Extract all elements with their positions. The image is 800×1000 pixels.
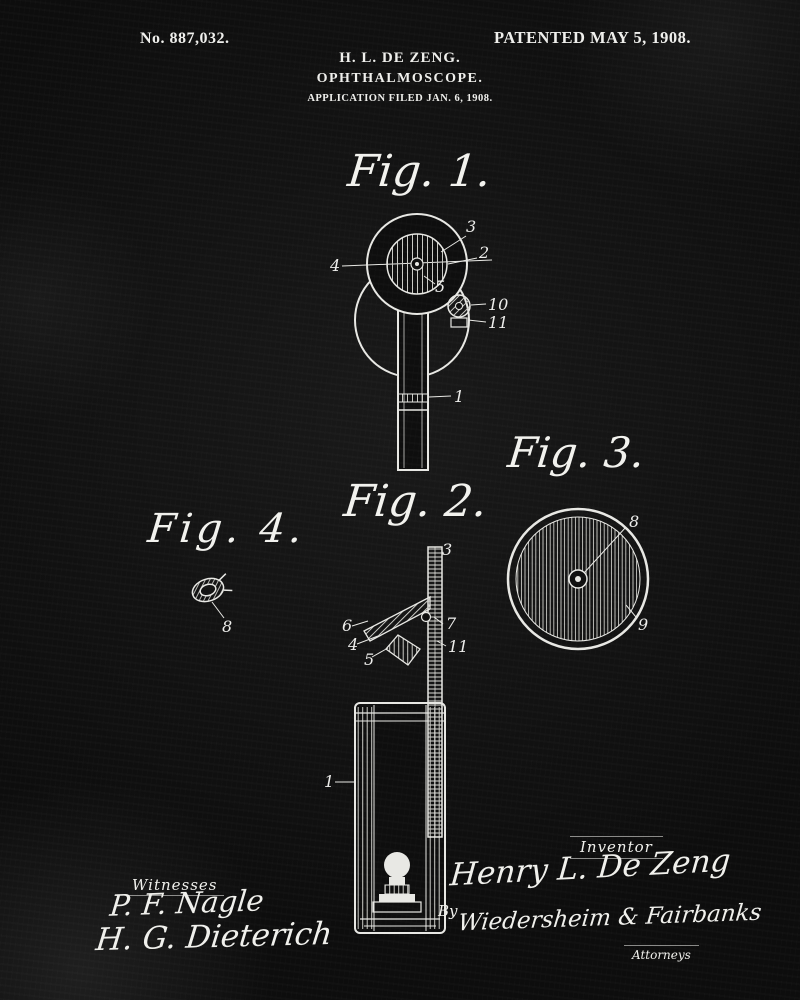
fig2-part-label-4: 4 xyxy=(347,635,358,654)
fig1-part-label-4: 4 xyxy=(329,256,340,275)
inventor-name-line: H. L. DE ZENG. xyxy=(339,50,461,66)
fig2-drawing: 3 6 7 4 5 11 1 xyxy=(324,540,468,934)
fig3-part-label-8: 8 xyxy=(629,512,639,531)
witness-signature-1: P. F. Nagle xyxy=(108,883,266,923)
attorneys-label: Attorneys xyxy=(624,945,699,962)
fig4-part-label-8: 8 xyxy=(222,617,232,636)
attorneys-signature: Wiedersheim & Fairbanks xyxy=(456,899,763,937)
fig4-caption: Fig. 4. xyxy=(145,506,309,552)
fig2-part-label-3: 3 xyxy=(442,540,452,559)
inventor-label: Inventor xyxy=(570,836,663,859)
patent-date: PATENTED MAY 5, 1908. xyxy=(494,28,692,47)
witness-signature-2: H. G. Dieterich xyxy=(93,915,335,959)
fig1-part-label-5: 5 xyxy=(435,277,445,296)
witnesses-label: Witnesses xyxy=(126,876,224,896)
fig3-drawing: 8 9 xyxy=(506,507,650,651)
fig1-part-label-2: 2 xyxy=(478,243,489,262)
fig2-part-label-5: 5 xyxy=(364,650,374,669)
application-filed-line: APPLICATION FILED JAN. 6, 1908. xyxy=(307,93,493,104)
by-label: By xyxy=(438,902,458,920)
fig1-part-label-10: 10 xyxy=(488,295,508,314)
fig1-drawing: 3 4 2 5 10 11 1 xyxy=(329,213,508,471)
fig2-part-label-11: 11 xyxy=(448,637,468,656)
fig2-part-label-1: 1 xyxy=(324,772,334,791)
fig1-caption: Fig. 1. xyxy=(345,146,494,197)
fig1-part-label-11: 11 xyxy=(488,313,508,332)
fig2-part-label-7: 7 xyxy=(446,614,457,633)
fig1-part-label-3: 3 xyxy=(466,217,476,236)
patent-title: OPHTHALMOSCOPE. xyxy=(316,71,484,86)
patent-number: No. 887,032. xyxy=(140,30,230,47)
fig1-part-label-1: 1 xyxy=(454,387,464,406)
fig3-part-label-9: 9 xyxy=(638,615,648,634)
fig4-drawing: 8 xyxy=(191,573,233,636)
fig2-part-label-6: 6 xyxy=(342,616,352,635)
